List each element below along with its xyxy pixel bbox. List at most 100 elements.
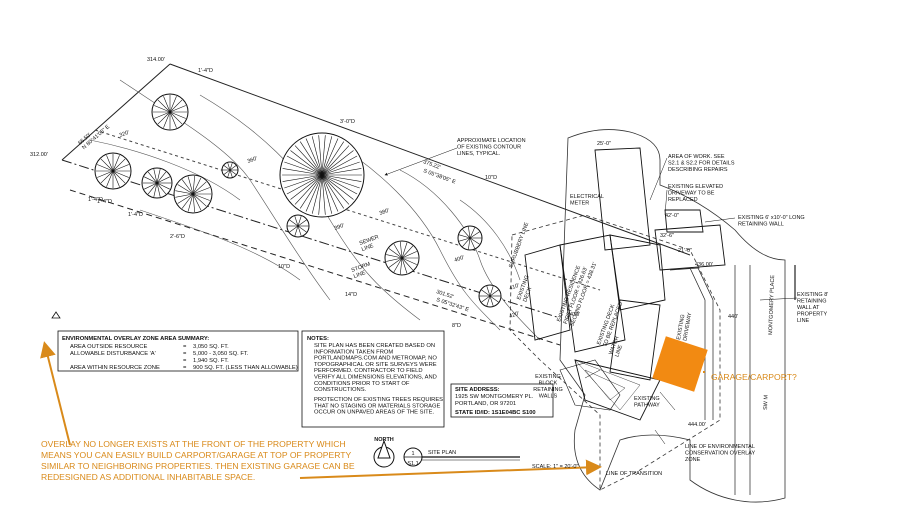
sw-m-label: SW M	[763, 394, 770, 410]
mid-line-bearing: S 05°38'05" E	[422, 168, 456, 185]
tree-size-label: 1'-4"D	[128, 212, 143, 218]
elevation-312: 312.00'	[30, 152, 48, 158]
garage-carport-annotation: GARAGE/CARPORT?	[711, 372, 797, 382]
summary-row-label: ALLOWABLE DISTURBANCE 'A'	[70, 351, 156, 357]
sewer-line-label: SEWERLINE	[359, 234, 382, 253]
north-label: NORTH	[374, 437, 394, 443]
tree-size-label: 3'-0"D	[340, 119, 355, 125]
tree-size-label: 8"D	[452, 323, 461, 329]
contour-label: 320'	[119, 130, 131, 139]
scale-label: SCALE: 1" = 20'-0"	[532, 464, 578, 470]
tree	[141, 167, 173, 199]
dim-440: 440'	[728, 314, 738, 320]
tree	[457, 225, 483, 251]
montgomery-place-label: MONTGOMERY PLACE	[768, 275, 776, 336]
dim-32: 32'-6"	[660, 233, 674, 239]
tree-size-label: 1'-4"D	[88, 197, 103, 203]
tree	[279, 132, 365, 218]
deck-replaced-label: EXISTING DECKTO BE REPLACED	[596, 299, 624, 348]
leader-lines	[384, 147, 798, 445]
property-lines	[61, 63, 691, 346]
contour-label: 390'	[334, 223, 346, 232]
storm-line-label: STORMLINE	[351, 261, 374, 280]
proposed-garage-box	[652, 336, 708, 392]
summary-row-eq: =	[183, 358, 187, 364]
dim-430: 430'	[570, 312, 580, 318]
summary-row-label: AREA WITHIN RESOURCE ZONE	[70, 365, 160, 371]
contour-label: 410'	[509, 283, 521, 292]
overlay-annotation-line: SIMILAR TO NEIGHBORING PROPERTIES. THEN …	[41, 461, 355, 471]
summary-row-eq: =	[183, 365, 187, 371]
address-line1: 1925 SW MONTGOMERY PL.	[455, 394, 534, 400]
driveway	[659, 265, 796, 495]
elevation-314: 314.00'	[147, 57, 165, 63]
dim-21: 21'-0"	[678, 248, 692, 254]
elevation-444: 444.00'	[688, 422, 706, 428]
dim-25: 25'-0"	[597, 141, 611, 147]
site-plan-title: SITE PLAN	[428, 450, 456, 456]
contour-lines	[89, 79, 541, 341]
tree	[384, 240, 420, 276]
address-box	[450, 383, 554, 418]
summary-title: ENVIRONMENTAL OVERLAY ZONE AREA SUMMARY:	[62, 336, 209, 342]
residence-structures	[524, 147, 726, 421]
low-line-dim: 301.52'	[435, 289, 454, 300]
summary-row-value: 3,050 SQ. FT.	[193, 344, 229, 350]
summary-row-eq: =	[183, 344, 187, 350]
tree	[478, 284, 502, 308]
summary-box	[51, 311, 299, 372]
site-plan-title-marker	[373, 439, 520, 468]
tree	[221, 161, 239, 179]
address-line2: PORTLAND, OR 97201	[455, 401, 516, 407]
contour-label: 420'	[509, 311, 521, 320]
overlay-annotation-line: REDESIGNED AS ADDITIONAL INHABITABLE SPA…	[41, 472, 255, 482]
tree-size-label: 1'-4"D	[198, 68, 213, 74]
tree	[286, 214, 310, 238]
summary-row-eq: =	[183, 351, 187, 357]
annotation-arrows	[40, 341, 705, 479]
contour-label: 380'	[379, 208, 391, 217]
notes-title: NOTES:	[307, 336, 329, 342]
tree	[151, 93, 189, 131]
tree-size-label: 10"D	[278, 264, 290, 270]
tree	[173, 174, 213, 214]
dim-42: 42'-0"	[665, 213, 679, 219]
contour-label: 400'	[454, 255, 466, 264]
transition-line-label: LINE OF TRANSITION	[606, 471, 662, 477]
sheet-reference: S1.1	[407, 461, 418, 467]
sheet-number: 1	[411, 451, 414, 457]
trees	[94, 93, 502, 308]
overlay-zone-outline	[559, 129, 786, 503]
summary-row-value: 900 SQ. FT. (LESS THAN ALLOWABLE)	[193, 365, 298, 371]
top-line-dim: 66.50'N 80°41'05" E	[77, 119, 111, 151]
state-id: STATE ID/ID: 1S1E04BC S100	[455, 410, 536, 416]
tree-size-label: 1'-4"D	[97, 199, 112, 205]
contour-label: 360'	[247, 156, 259, 165]
summary-row-label: AREA OUTSIDE RESOURCE	[70, 344, 147, 350]
overlay-annotation-line: MEANS YOU CAN EASILY BUILD CARPORT/GARAG…	[41, 450, 352, 460]
tree-size-label: 14"D	[345, 292, 357, 298]
shrubbery-zone	[509, 214, 721, 491]
summary-row-value: 5,000 - 3,050 SQ. FT.	[193, 351, 249, 357]
tree-size-label: 10"D	[485, 175, 497, 181]
tree-size-label: 2'-6"D	[170, 234, 185, 240]
existing-driveway-label: EXISTINGDRIVEWAY	[676, 311, 693, 342]
elevation-436: 436.00'	[695, 262, 713, 268]
mid-line-dim: 375.22'	[422, 159, 441, 171]
summary-row-value: 1,940 SQ. FT.	[193, 358, 229, 364]
address-title: SITE ADDRESS:	[455, 387, 500, 393]
notes-box	[301, 330, 445, 428]
